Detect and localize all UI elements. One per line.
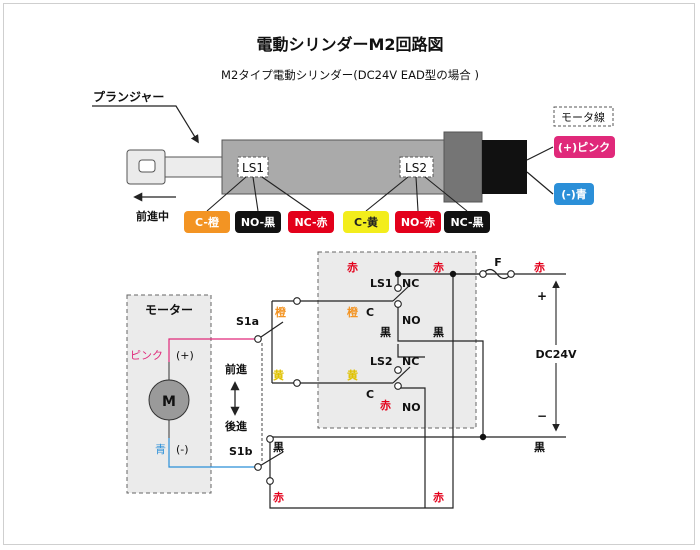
plunger-pointer-arrow xyxy=(92,105,199,144)
ls1-label: LS1 xyxy=(370,277,393,290)
blue-wire-leader xyxy=(526,171,554,195)
motor-wire-label: モータ線 xyxy=(561,110,605,124)
motor-housing xyxy=(482,140,527,194)
junction-dots xyxy=(394,270,487,441)
red-label-ls1-top: 赤 xyxy=(347,260,358,274)
pink-wire-badge xyxy=(554,136,615,158)
plus-sign: + xyxy=(537,289,547,303)
s1a-label: S1a xyxy=(236,315,259,328)
motor-wire-box xyxy=(553,106,614,127)
red-label-bottom: 赤 xyxy=(433,490,444,504)
terminal-label-6: NC-黒 xyxy=(450,216,483,229)
pink-wire-leader xyxy=(526,146,554,161)
ls2-label: LS2 xyxy=(370,355,393,368)
minus-terminal-label: (-) xyxy=(176,443,189,456)
cylinder-cap xyxy=(443,131,483,203)
terminal-badge-4 xyxy=(343,211,389,233)
plunger-rod xyxy=(164,156,223,178)
black-label-ls2: 黒 xyxy=(433,326,444,339)
dc-voltage-label-bg xyxy=(530,345,582,363)
terminal-leads xyxy=(206,176,468,212)
motor-symbol-label: M xyxy=(162,394,176,410)
terminal-label-3: NC-赤 xyxy=(294,215,327,229)
limit-switch-box xyxy=(317,251,477,429)
ls1-body-label: LS1 xyxy=(242,161,264,175)
orange-label-right: 橙 xyxy=(347,305,359,319)
terminal-badges: C-橙 NO-黒 NC-赤 C-黄 NO-赤 NC-黒 xyxy=(184,211,490,233)
page-title: 電動シリンダーM2回路図 xyxy=(256,35,443,54)
fuse-symbol xyxy=(482,268,512,280)
terminal-badge-3 xyxy=(288,211,334,233)
s1b-label: S1b xyxy=(229,445,253,458)
forward-direction-label: 前進 xyxy=(225,362,248,376)
blue-wire xyxy=(168,438,258,468)
red-label-ls1-right: 赤 xyxy=(433,260,444,274)
blue-label: 青 xyxy=(155,443,166,456)
red-label-supply: 赤 xyxy=(534,260,545,274)
black-label-s1b: 黒 xyxy=(273,441,284,454)
black-label-ls1-no: 黒 xyxy=(380,326,391,339)
ls1-no-label: NO xyxy=(402,314,421,327)
page-subtitle: M2タイプ電動シリンダー(DC24V EAD型の場合 ) xyxy=(221,68,479,82)
terminal-label-1: C-橙 xyxy=(195,215,220,229)
ls2-body-marker xyxy=(399,156,434,178)
dc-voltage-label: DC24V xyxy=(535,348,577,361)
backward-direction-label: 後進 xyxy=(225,419,248,433)
pink-wire xyxy=(168,338,258,362)
blue-wire-badge xyxy=(554,183,594,205)
red-label-s1b: 赤 xyxy=(273,490,284,504)
minus-sign: − xyxy=(537,409,547,423)
terminal-label-5: NO-赤 xyxy=(401,215,435,229)
fuse-label: F xyxy=(494,256,502,269)
forward-label: 前進中 xyxy=(136,209,169,223)
yellow-label-left: 黄 xyxy=(273,368,284,382)
pink-label: ピンク xyxy=(130,349,163,362)
terminal-badge-5 xyxy=(395,211,441,233)
terminal-badge-6 xyxy=(444,211,490,233)
blue-wire-label: (-)青 xyxy=(561,187,587,201)
ls2-nc-label: NC xyxy=(402,355,419,368)
plus-terminal-label: (+) xyxy=(176,349,194,362)
terminal-badge-2 xyxy=(235,211,281,233)
ls2-no-label: NO xyxy=(402,401,421,414)
ls2-c-label: C xyxy=(366,388,374,401)
ls2-body-label: LS2 xyxy=(405,161,427,175)
terminal-label-2: NO-黒 xyxy=(241,216,275,229)
terminal-label-4: C-黄 xyxy=(354,215,378,229)
plunger-eye-hole xyxy=(138,159,156,173)
pink-wire-label: (+)ピンク xyxy=(558,141,610,154)
motor-box-title: モーター xyxy=(145,303,193,317)
terminal-badge-1 xyxy=(184,211,230,233)
red-label-ls2-no: 赤 xyxy=(380,398,391,412)
yellow-label-right: 黄 xyxy=(347,368,358,382)
plunger-label: プランジャー xyxy=(93,89,164,104)
ls1-c-label: C xyxy=(366,306,374,319)
terminal-circles xyxy=(254,270,515,485)
actuator xyxy=(126,131,527,203)
black-label-supply: 黒 xyxy=(534,441,545,454)
ls1-nc-label: NC xyxy=(402,277,419,290)
orange-label-left: 橙 xyxy=(275,305,287,319)
